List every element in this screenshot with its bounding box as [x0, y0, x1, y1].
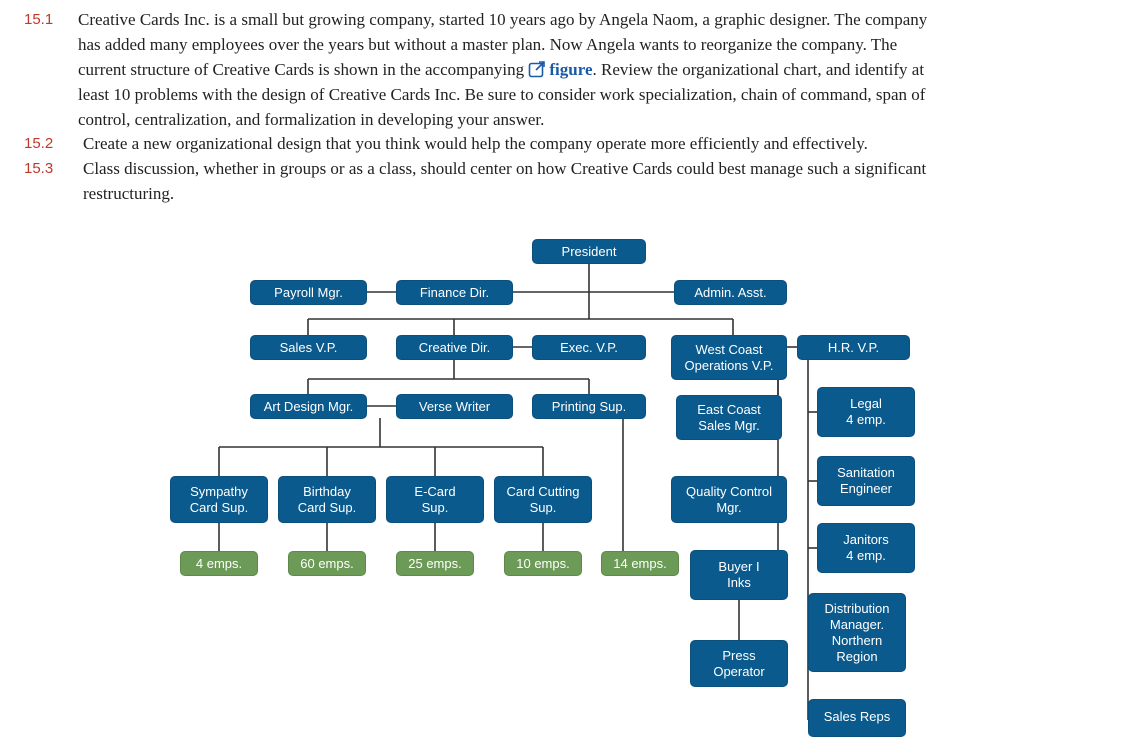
org-node-legal: Legal 4 emp.: [817, 387, 915, 437]
org-node-quality-control-mgr: Quality Control Mgr.: [671, 476, 787, 523]
external-link-icon: [529, 61, 546, 78]
org-node-10-emps: 10 emps.: [504, 551, 582, 576]
org-node-printing-sup: Printing Sup.: [532, 394, 646, 419]
org-node-payroll-mgr: Payroll Mgr.: [250, 280, 367, 305]
org-node-verse-writer: Verse Writer: [396, 394, 513, 419]
org-node-finance-dir: Finance Dir.: [396, 280, 513, 305]
question-text-line: Creative Cards Inc. is a small but growi…: [78, 10, 928, 29]
question-text-line: Create a new organizational design that …: [83, 134, 868, 153]
question-number: 15.1: [24, 11, 54, 28]
question-text-line: current structure of Creative Cards is s…: [78, 58, 924, 83]
org-node-card-cutting-sup: Card Cutting Sup.: [494, 476, 592, 523]
question-text-segment: current structure of Creative Cards is s…: [78, 60, 529, 79]
org-node-14-emps: 14 emps.: [601, 551, 679, 576]
org-node-buyer-inks: Buyer I Inks: [690, 550, 788, 600]
question-text-line: control, centralization, and formalizati…: [78, 109, 545, 129]
org-node-e-card-sup: E-Card Sup.: [386, 476, 484, 523]
question-text-line: restructuring.: [83, 183, 175, 203]
org-node-birthday-card-sup: Birthday Card Sup.: [278, 476, 376, 523]
org-node-east-coast-sales-mgr: East Coast Sales Mgr.: [676, 395, 782, 440]
org-node-25-emps: 25 emps.: [396, 551, 474, 576]
org-chart: President Payroll Mgr. Finance Dir. Admi…: [170, 239, 915, 737]
question-number: 15.3: [24, 160, 54, 177]
org-node-creative-dir: Creative Dir.: [396, 335, 513, 360]
question-number: 15.2: [24, 135, 54, 152]
org-node-admin-asst: Admin. Asst.: [674, 280, 787, 305]
org-node-sales-reps: Sales Reps: [808, 699, 906, 737]
org-node-sales-vp: Sales V.P.: [250, 335, 367, 360]
org-node-exec-vp: Exec. V.P.: [532, 335, 646, 360]
org-chart-connectors: [218, 264, 817, 720]
org-node-4-emps: 4 emps.: [180, 551, 258, 576]
question-text-line: has added many employees over the years …: [78, 34, 898, 54]
figure-link-label: figure: [549, 60, 593, 79]
org-node-sanitation-engineer: Sanitation Engineer: [817, 456, 915, 506]
question-text-line: least 10 problems with the design of Cre…: [78, 85, 926, 104]
question-text-line: Class discussion, whether in groups or a…: [83, 159, 927, 178]
org-node-sympathy-card-sup: Sympathy Card Sup.: [170, 476, 268, 523]
question-text-segment: . Review the organizational chart, and i…: [592, 60, 925, 79]
org-node-janitors: Janitors 4 emp.: [817, 523, 915, 573]
org-node-art-design-mgr: Art Design Mgr.: [250, 394, 367, 419]
org-node-60-emps: 60 emps.: [288, 551, 366, 576]
org-node-president: President: [532, 239, 646, 264]
org-node-hr-vp: H.R. V.P.: [797, 335, 910, 360]
org-node-west-coast-operations-vp: West Coast Operations V.P.: [671, 335, 787, 380]
org-node-press-operator: Press Operator: [690, 640, 788, 687]
figure-link[interactable]: figure: [528, 60, 593, 79]
org-node-distribution-manager: Distribution Manager. Northern Region: [808, 593, 906, 672]
